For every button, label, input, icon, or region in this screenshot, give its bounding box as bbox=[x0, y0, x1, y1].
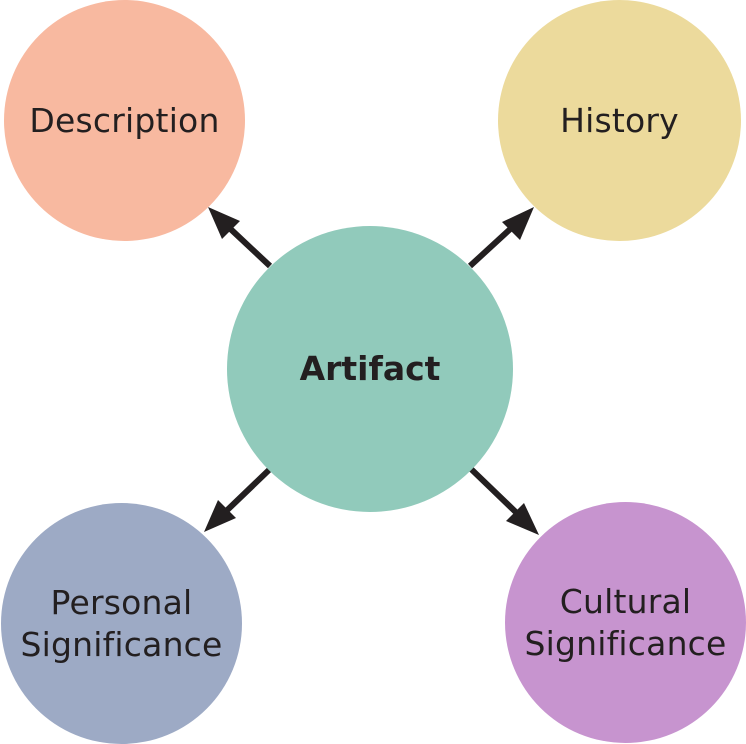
history-node: History bbox=[498, 0, 741, 241]
description-node: Description bbox=[4, 0, 245, 241]
cultural-significance-node: Cultural Significance bbox=[505, 502, 746, 743]
description-label: Description bbox=[29, 100, 220, 140]
personal-label-line1: Personal bbox=[50, 583, 193, 623]
cultural-label-line1: Cultural bbox=[559, 582, 692, 622]
arrow-to-history bbox=[467, 207, 534, 269]
personal-label-line2: Significance bbox=[20, 624, 223, 664]
artifact-label: Artifact bbox=[299, 349, 441, 389]
arrow-to-personal bbox=[204, 466, 273, 532]
arrow-to-cultural bbox=[467, 465, 539, 535]
artifact-node: Artifact bbox=[227, 226, 513, 512]
personal-significance-node: Personal Significance bbox=[1, 503, 242, 744]
arrow-to-description bbox=[208, 207, 273, 269]
history-label: History bbox=[560, 100, 679, 140]
cultural-label-line2: Significance bbox=[524, 623, 727, 663]
